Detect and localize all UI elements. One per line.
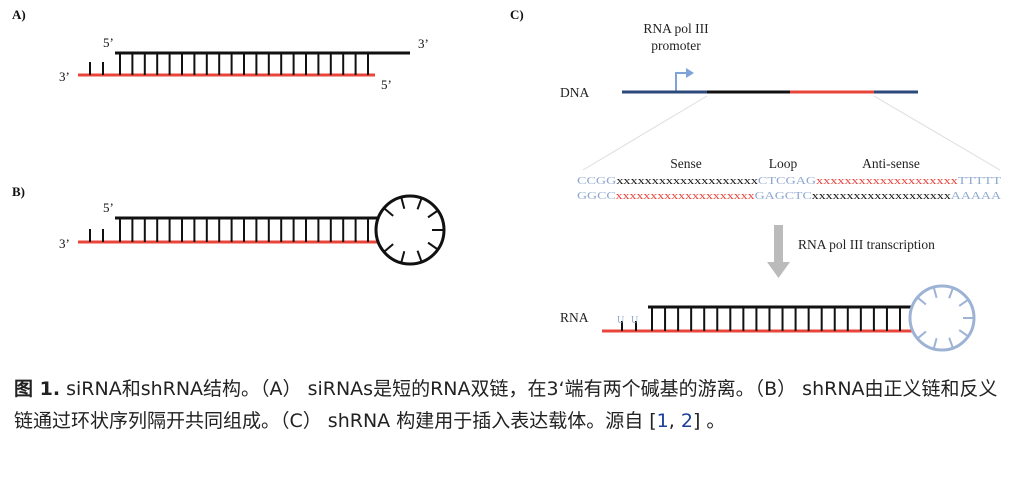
rna-overhang-u1: U — [617, 315, 625, 326]
shrna-figure: A) 5’ 3’ 3’ 5’ B) 5’ 3’ C) RNA pol III p… — [12, 7, 1002, 352]
rna-loop-bases — [916, 286, 974, 350]
loop-base-tick — [427, 241, 439, 251]
loop-base-tick — [383, 243, 394, 253]
bottom-antisense: xxxxxxxxxxxxxxxxxxxx — [812, 191, 952, 202]
transcription-arrow-shaft — [774, 225, 783, 263]
caption-ref-1-link[interactable]: 1 — [656, 410, 669, 432]
top-lead: CCGG — [577, 176, 617, 187]
caption-figure-number: 图 1. — [14, 378, 61, 400]
promoter-label-line1: RNA pol III — [643, 21, 709, 36]
antisense-label: Anti-sense — [862, 156, 920, 171]
loop-base-tick — [416, 250, 423, 263]
caption-text: siRNA和shRNA结构。（A） siRNAs是短的RNA双链，在3‘端有两个… — [14, 378, 998, 432]
caption-ref-separator: , — [668, 410, 681, 432]
caption-ref-2-link[interactable]: 2 — [680, 410, 693, 432]
panel-c-label: C) — [510, 7, 524, 22]
shrna-5prime: 5’ — [103, 200, 114, 215]
top-loop: CTCGAG — [758, 176, 817, 187]
sirna-5prime-top: 5’ — [103, 35, 114, 50]
rna-label: RNA — [560, 310, 589, 325]
loop-base-tick — [916, 330, 927, 340]
transcription-label: RNA pol III transcription — [798, 237, 935, 252]
top-antisense: xxxxxxxxxxxxxxxxxxxx — [816, 176, 959, 187]
panel-c: C) RNA pol III promoter DNA Sense Loop A… — [510, 7, 1002, 352]
promoter-arrowhead-icon — [686, 68, 694, 78]
loop-base-tick — [958, 298, 969, 307]
promoter-arrow-icon — [675, 72, 690, 91]
shrna-loop-bases — [383, 196, 444, 264]
loop-base-tick — [958, 329, 969, 338]
panel-a-label: A) — [12, 7, 26, 22]
panel-b-label: B) — [12, 184, 25, 199]
zoom-line-right — [873, 95, 1001, 171]
loop-label: Loop — [769, 156, 798, 171]
loop-base-tick — [400, 196, 406, 210]
transcription-arrow-icon — [767, 262, 790, 278]
loop-base-tick — [932, 338, 938, 350]
loop-base-tick — [400, 250, 406, 264]
shrna-3prime: 3’ — [59, 236, 70, 251]
sirna-3prime-top: 3’ — [418, 36, 429, 51]
bottom-tail: AAAAA — [951, 191, 1002, 202]
bottom-sense: xxxxxxxxxxxxxxxxxxxx — [616, 191, 756, 202]
promoter-label-line2: promoter — [651, 38, 701, 53]
rna-base-pairs — [651, 307, 901, 331]
sirna-3prime-bottom: 3’ — [59, 69, 70, 84]
panel-b: B) 5’ 3’ — [12, 184, 446, 266]
bottom-loop: GAGCTC — [755, 191, 812, 202]
sirna-5prime-bottom: 5’ — [381, 77, 392, 92]
rna-overhang-u2: U — [631, 315, 639, 326]
loop-base-tick — [916, 296, 927, 306]
panel-a: A) 5’ 3’ 3’ 5’ — [12, 7, 429, 92]
loop-base-tick — [427, 209, 439, 219]
top-tail: TTTTT — [958, 176, 1002, 187]
figure-caption: 图 1. siRNA和shRNA结构。（A） siRNAs是短的RNA双链，在3… — [14, 373, 1009, 437]
sense-label: Sense — [670, 156, 702, 171]
sirna-base-pairs — [119, 53, 369, 75]
shrna-base-pairs — [119, 218, 369, 242]
top-sense: xxxxxxxxxxxxxxxxxxxx — [616, 176, 759, 187]
loop-base-tick — [932, 286, 938, 298]
caption-end: ] 。 — [692, 410, 726, 432]
dna-label: DNA — [560, 85, 589, 100]
loop-base-tick — [948, 337, 954, 349]
loop-base-tick — [383, 207, 394, 217]
zoom-line-left — [582, 95, 708, 171]
loop-base-tick — [416, 197, 423, 210]
loop-base-tick — [948, 287, 954, 299]
bottom-lead: GGCC — [577, 191, 616, 202]
